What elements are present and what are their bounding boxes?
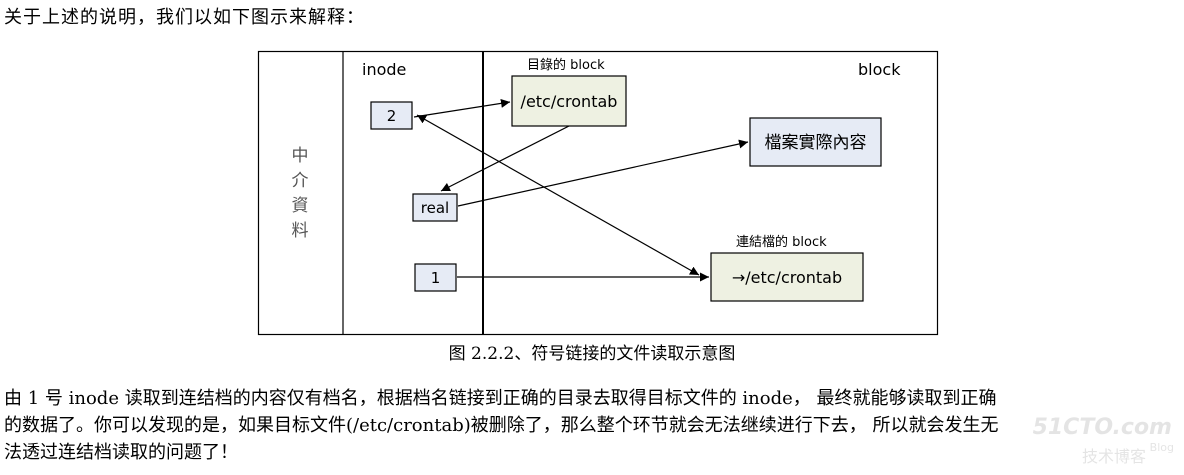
block-header: block [858, 60, 901, 79]
content-block-text: 檔案實際內容 [765, 133, 867, 153]
inode-box-1-label: 1 [431, 269, 441, 287]
arrow-inode2-to-dir-block [413, 98, 511, 118]
inode-box-2 [370, 101, 413, 130]
link-block-box [710, 252, 864, 302]
left-panel-char-2: 介 [292, 171, 309, 191]
dir-block-label: 目錄的 block [527, 57, 605, 73]
inode-box-2-label: 2 [387, 107, 397, 125]
paragraph-line-3: 法透过连结档读取的问题了！ [4, 442, 238, 463]
link-block-text: →/etc/crontab [732, 268, 842, 287]
left-panel-char-1: 中 [292, 146, 309, 166]
dir-block-text: /etc/crontab [521, 92, 618, 111]
content-block-box [749, 117, 882, 167]
inode-box-real-label: real [421, 199, 449, 217]
inode-header: inode [362, 60, 406, 79]
arrow-inode2-link-block [416, 114, 700, 276]
figure-caption: 图 2.2.2、符号链接的文件读取示意图 [448, 344, 736, 364]
paragraph-line-1: 由 1 号 inode 读取到连结档的内容仅有档名，根据档名链接到正确的目录去取… [4, 388, 997, 409]
watermark-text: 技术博客 [1081, 447, 1146, 466]
diagram-canvas: 中 介 資 料 inode block 目錄的 block 連結檔的 block… [257, 50, 939, 336]
watermark-site: 51CTO.com [1032, 415, 1172, 440]
explanation-paragraph: 由 1 号 inode 读取到连结档的内容仅有档名，根据档名链接到正确的目录去取… [4, 385, 1180, 466]
left-panel-char-4: 料 [292, 221, 309, 241]
paragraph-line-2: 的数据了。你可以发现的是，如果目标文件(/etc/crontab)被删除了，那么… [4, 415, 999, 436]
link-block-label: 連結檔的 block [736, 234, 827, 250]
left-panel-char-3: 資 [292, 196, 309, 216]
symlink-diagram: 中 介 資 料 inode block 目錄的 block 連結檔的 block… [257, 50, 939, 336]
watermark-blog: Blog [1149, 441, 1174, 454]
watermark: 51CTO.com 技术博客 Blog [1026, 415, 1176, 471]
intro-text: 关于上述的说明，我们以如下图示来解释： [4, 7, 365, 28]
